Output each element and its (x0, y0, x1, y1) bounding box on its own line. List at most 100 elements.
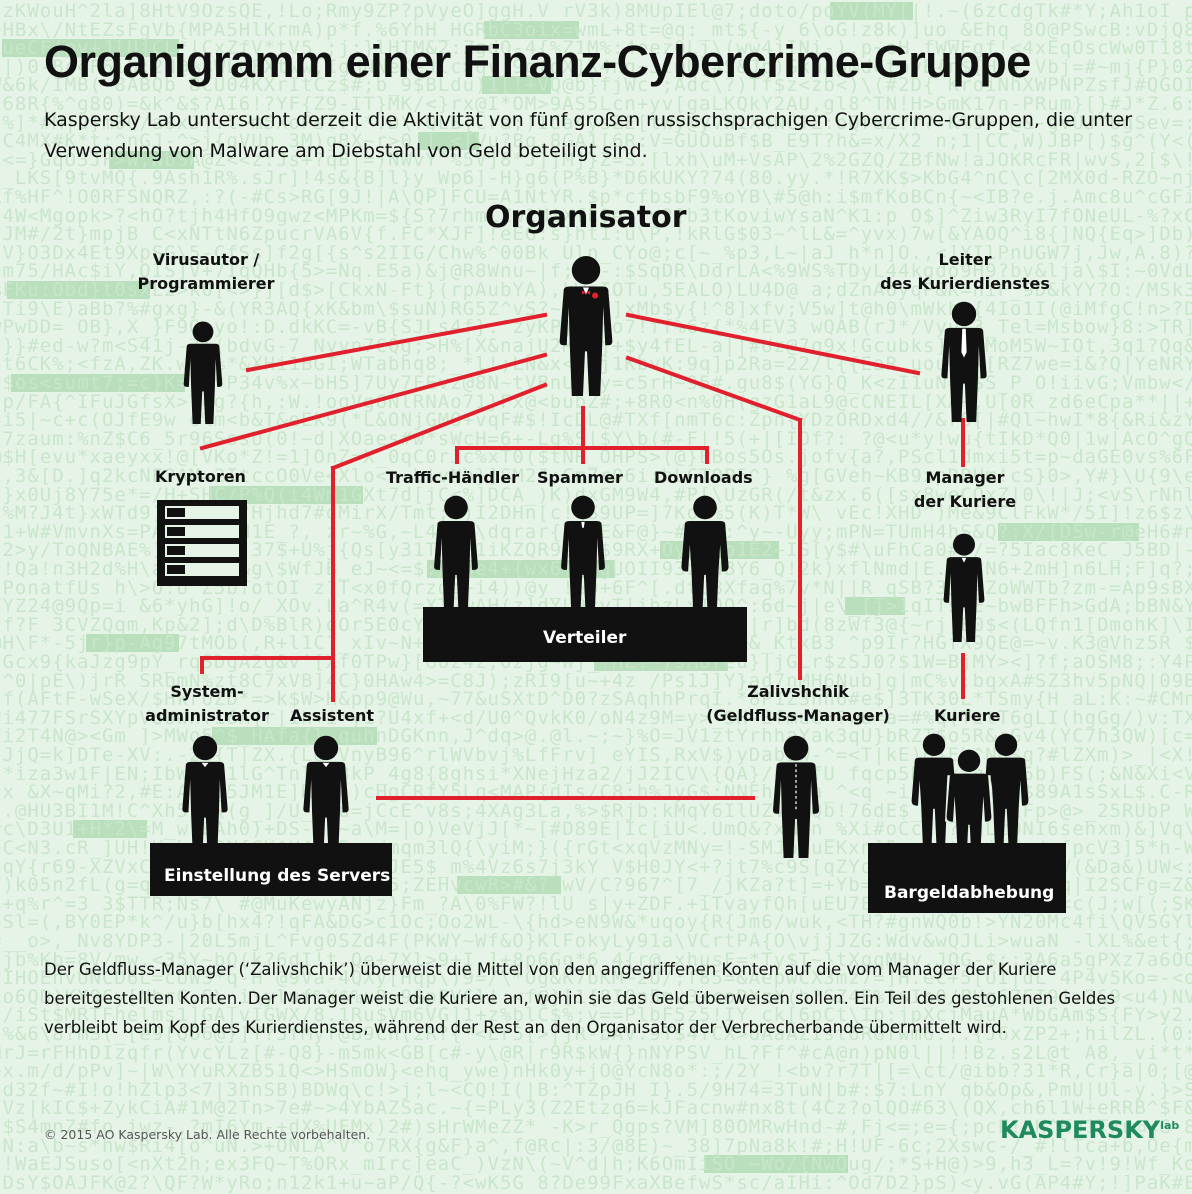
background-code-line: 4f(AFtF-wSeX/$HkroZD*=>k$W>H&pp9@Wu,~77&… (0, 688, 1192, 711)
background-highlight (2, 39, 179, 58)
background-code-line: tzKWouH^2la]8HtV9OzsQE,!Lo;Rmy9ZP?pVyeO]… (0, 0, 1192, 22)
background-code-line: yIHOEnvUNCD6L=cUW3*q-H @9Va-4QXy[Hqp\)9=… (0, 967, 1192, 990)
background-highlight (109, 150, 194, 169)
downloads-label: Downloads (654, 468, 753, 487)
courier-manager-figure (938, 532, 990, 642)
background-code-line: 7%]*#M|u}m0Q/a$xJ].l>m5XoPslr,*.D\!QLB{C… (0, 111, 1192, 134)
background-code-line: L68R{%^g80)=&k^&$?AI6!?YF{Z9-IT}MK/<}rx@… (0, 93, 1192, 115)
background-highlight (998, 522, 1139, 541)
assistant-label: Assistent (290, 706, 374, 725)
background-code-line: >x.m/d/pPv]~|W\YYuRXZB51Q<>HSmOW}<ehq_yw… (0, 1060, 1192, 1083)
background-code-line: 1,3&[D.]q2kcNE?AM=2ItccO0Ve<Xlo<>~b!vNb}… (0, 465, 1192, 487)
distributors-label: Verteiler (543, 628, 627, 648)
background-code-line: MrJ=rFHhDIzqfr(YvcYLz[#-Q8}-m5mk<GB[c#-y… (0, 1041, 1192, 1064)
background-code-line: DHBx\/NtEZsFgVb{MPA5HlKrmA)p*f.%6YhH_HGR… (0, 18, 1192, 41)
background-highlight (845, 597, 905, 616)
background-code-line: Pi477FSrSXYpVoUwn.16A{r|1h+i*y1?U4xf+<d/… (0, 706, 1192, 729)
couriers-label: Kuriere (934, 706, 1001, 725)
copyright-notice: © 2015 AO Kaspersky Lab. Alle Rechte vor… (44, 1127, 371, 1142)
background-code-line: 1<=}GqO3JF>W,NbSA@Z<<z:Js+?qB|=)NWvY^%5V… (0, 148, 1192, 171)
virus-author-label-line2: Programmierer (137, 274, 275, 293)
sysadmin-figure (178, 734, 232, 856)
background-code-line: 3C4MX#K*t;^nGJ-^>j{qVUn_3M)gBX~r>0,|_<[V… (0, 130, 1192, 153)
courier-head-label: Leiter des Kurierdienstes (870, 248, 1060, 296)
courier-manager-label-line2: der Kuriere (913, 492, 1017, 511)
background-highlight (484, 20, 579, 39)
courier-manager-label-line1: Manager (925, 468, 1005, 487)
background-highlight (7, 281, 150, 299)
courier-head-label-line2: des Kurierdienstes (880, 274, 1050, 293)
background-highlight (73, 820, 147, 839)
background-code-line: |/iSt$MRTFhelms1]GA|vIGWX/8.1Ru$Vm6VG]1+… (0, 1004, 1192, 1027)
background-code-line: qDsY$OAJFK@2?\QF?W*yRo;n12k1+u~aP/Q{-?<w… (0, 1171, 1192, 1194)
zalivshchik-label-line2: (Geldfluss-Manager) (706, 706, 890, 725)
background-code-line: 5p/FA{^IFuJGfsX>7Cg?{h,:W.!ogVg6NlRNAo71… (0, 390, 1192, 413)
page-title: Organigramm einer Finanz-Cybercrime-Grup… (44, 36, 1031, 87)
background-code-line: |)0-Bc4F6ib;2N@%BWLdFXtww,IgHNNeKeJlc>qv… (2, 55, 1192, 78)
traffic-dealer-figure (429, 494, 483, 612)
background-highlight (482, 76, 551, 95)
courier-figure-center (945, 748, 993, 860)
background-code-line: kueCF(py+JlUjCL*|CxZfV*tV5_;j;}lHTM&2:Zg… (0, 37, 1192, 60)
server-setup-platform (150, 843, 392, 896)
server-icon (157, 500, 247, 586)
background-code-line: IJjQ=k]DTe-XV:.-28{T|ZX.{Ld*VnyB96^rlWVb… (0, 744, 1192, 766)
courier-manager-label: Manager der Kuriere (895, 466, 1035, 514)
background-code-line: \7zaum:%nZ$C6_5r96SssU(0!~d|XOaes#w*sWcH… (0, 427, 1192, 450)
distributors-platform (423, 607, 747, 662)
background-code-line: gVz|kIC$+ZykCiA#1M@2Tn>7e#~>4YbAZSac.~{=… (0, 1097, 1192, 1120)
background-highlight (11, 374, 185, 392)
background-highlight (830, 2, 913, 20)
kaspersky-logo: KASPERSKYlab (1000, 1116, 1179, 1144)
background-code-line: ~jb%Kb=8V/mw,<35Y~bQ(k?6dI!t.Qe+7Xl>9+I … (0, 948, 1192, 971)
explanation-text: Der Geldfluss-Manager (‘Zalivshchik’) üb… (44, 960, 1116, 1037)
background-code-line: =__o>,_Nv8YDP3-|20L5mjL^Fvg0SZd4F(PKWY~W… (0, 930, 1192, 952)
cryptors-label: Kryptoren (155, 467, 246, 486)
cash-withdrawal-platform (868, 843, 1066, 913)
background-code-line: a%&6\8?mS(_[e9[QO6@}]Y?3fMyf@B9Cn(2R?{*<… (0, 1023, 1192, 1045)
organizer-figure (555, 254, 617, 396)
organizer-label: Organisator (485, 200, 687, 235)
courier-head-label-line1: Leiter (938, 250, 992, 269)
background-highlight (86, 634, 179, 653)
spammer-label: Spammer (537, 468, 623, 487)
background-code-line: lo6QD)KY96y[NbrG,S\_i\yluf%X$%uB>9&pPVCl… (0, 985, 1192, 1008)
downloads-figure (678, 494, 732, 612)
background-code-line: #c\D3U1+H*2\=M_w-8Ah0)+DS-r)~a\M=|O)VeVj… (0, 818, 1192, 841)
sysadmin-label: System- administrator (138, 680, 276, 728)
sysadmin-label-line2: administrator (145, 706, 269, 725)
background-code-line: bSl=(,BY0EP*k^/u}b[hx4?!qFA&DG>c1Oc;Oo2W… (0, 911, 1192, 934)
background-code-line: YYZ24@9Qp=i &6*yhG]!o/_XOv.La^R4v(=XT2wA… (0, 595, 1192, 618)
spammer-figure (556, 494, 610, 612)
virus-author-figure (177, 320, 229, 424)
background-code-line: L^0|pE\)jrR SRbmN%zt8C7xVB]4C}0HAw4>=C8J… (0, 669, 1192, 692)
server-setup-label: Einstellung des Servers (164, 866, 391, 886)
background-code-line: u4W<Mgopk>?<hO?tjh4HfO9gwz<MPKm=${S?7rhm… (0, 204, 1192, 227)
virus-author-label-line1: Virusautor / (152, 250, 260, 269)
virus-author-label: Virusautor / Programmierer (128, 248, 284, 296)
background-code-line: C$S4mnZ#fo.iwz-,?mI6Ym-+dX%UFMx)2#)sHrWM… (0, 1116, 1192, 1138)
background-code-line: @$H[evu*xaeyxx!@[VKo*Z!=1]OnZ=X_0qC0rJc%… (0, 446, 1192, 469)
background-highlight (418, 132, 479, 151)
logo-suffix: lab (1160, 1119, 1180, 1132)
background-highlight (457, 876, 561, 895)
background-code-line: E_LKS[9tvMQ{.9Ash1R%.sJr]!4s&{B]l}y_Wp6]… (0, 167, 1192, 190)
background-highlight (209, 485, 363, 504)
background-code-line: ;}x0Uj8Y75e*=/H+SHC/P%Q(i4Wm1GXt7d[jC<%]… (0, 483, 1192, 506)
background-code-line: )d32f~#I!o!hZlp3<7|3hnSB)BDWq\c!>j;l~<CQ… (0, 1078, 1192, 1101)
zalivshchik-figure (769, 734, 823, 858)
logo-wordmark: KASPERSKY (1000, 1116, 1161, 1144)
background-code-line: Kf%HF^!O0RFSNQRZ,:?(-#Cs>RG[9J!|A\QP]FCU… (0, 186, 1192, 208)
sysadmin-label-line1: System- (170, 682, 244, 701)
background-code-line: wPwDD= OB},X_}F9O>yo!:D.dkKC=-vB{SJLs4f}… (0, 316, 1192, 339)
background-code-line: W&6k/IMB(~8ABQb BCU04KXrItCz$#;b_9$BLdu)… (0, 74, 1192, 97)
background-code-line: SN:a\b~s*hw$Ri4[o^uN.>+ONLA^V^o7RX{g&F}a… (0, 1134, 1192, 1157)
connector-lines (199, 312, 965, 800)
background-highlight (704, 1155, 848, 1174)
intro-text: Kaspersky Lab untersucht derzeit die Akt… (44, 109, 1133, 162)
assistant-figure (299, 734, 353, 856)
traffic-dealer-label: Traffic-Händler (386, 468, 520, 487)
background-code-line: 7JM#/2t}mpjB C<xNTtN6ZpucrVA6V{f.FC*XJF]… (0, 223, 1192, 246)
background-code-line: ,V}O3Dx4Et9XpSG\5-CfSs]f2g[{s^s2IIG/Chw%… (0, 241, 1192, 264)
